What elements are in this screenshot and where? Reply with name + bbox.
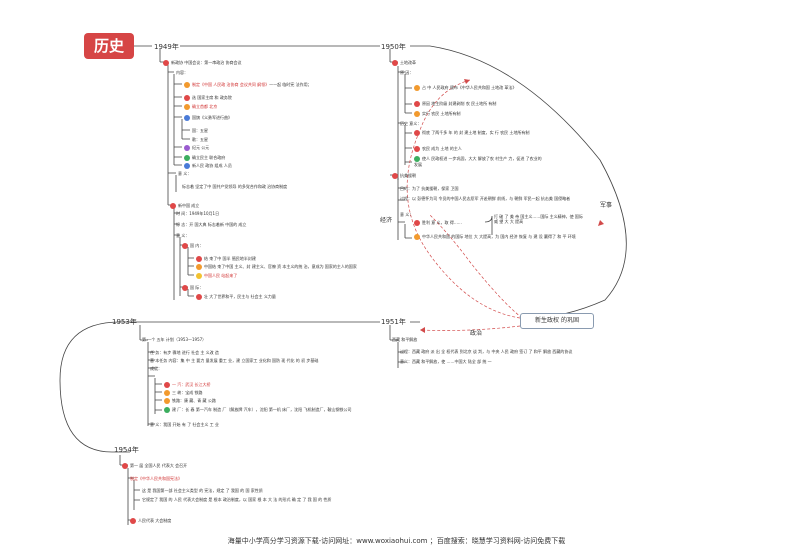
- node-war-sig-detail: 打 破 了 美 帝 国主义……国际 主义精神，使 国际威 望 大 大 提高: [494, 214, 583, 224]
- node-meaning-text: 标志着 坚定了中 国共产党领导 的多党合作和政 治协商制度: [182, 184, 288, 189]
- red-dot-icon: [170, 203, 176, 209]
- red-dot-icon: [122, 463, 128, 469]
- blue-dot-icon: [184, 163, 190, 169]
- node-result-3: 铁路：康 藏、青 藏 公路: [164, 398, 216, 404]
- node-content-4: 国旗《义勇军进行曲》: [184, 115, 232, 121]
- red-dot-icon: [184, 95, 190, 101]
- node-war-sig-2: 中华人民共和国 的国际 地位 大 大提高，为 国内 经济 恢复 与 建 设 赢得…: [414, 234, 576, 240]
- red-dot-icon: [414, 130, 420, 136]
- node-five-year-plan: 第 一个 五年 计划（1953—1957）: [142, 337, 207, 342]
- node-tibet: 西藏 和平解放: [392, 337, 418, 342]
- node-npc: 第一 届 全国人民 代表大 会召开: [122, 463, 187, 469]
- node-domestic-1: 结 束了中 国半 殖民地半封建: [196, 256, 256, 262]
- node-land-why: 原 因：: [400, 70, 414, 75]
- node-constitution: 制定《中华人民共和国宪法》: [130, 476, 182, 481]
- node-land-why-2: 原因 地主阶级 封建剥削 农 民土地所 有制: [414, 101, 496, 107]
- node-war-why: 目的：为了 抗美援朝，保家 卫国: [400, 186, 459, 191]
- node-prc-sign: 标 志：开 国大典 标志着新 中国的 成立: [176, 222, 247, 227]
- node-war-how: 过程：以 彭德怀为司 令员的中国人民志愿军 开赴朝鲜 前线，与 朝鲜 军民一起 …: [400, 196, 571, 201]
- orange-dot-icon: [414, 234, 420, 240]
- year-1954: 1954年: [114, 446, 139, 454]
- node-content-4-1: 国：五星: [192, 128, 208, 133]
- node-npc-system: 人民代表 大会制度: [130, 518, 171, 524]
- node-domestic-3: 中国人民 站起来了: [196, 273, 237, 279]
- red-dot-icon: [414, 220, 420, 226]
- node-prc-time: 时 间：1949年10月1日: [176, 211, 220, 216]
- node-content-5: 纪元 公元: [184, 145, 209, 151]
- blue-dot-icon: [184, 115, 190, 121]
- node-land-reform: 土地改革: [392, 60, 416, 66]
- node-tibet-1: 过程：西藏 政府 派 出 全 权代表 到北京 谈 判，与 中央 人民 政府 签订…: [400, 349, 573, 354]
- year-1950: 1950年: [381, 43, 406, 51]
- node-prc-meaning: 意 义：: [176, 233, 190, 238]
- node-prc: 新中国 成立: [170, 203, 199, 209]
- orange-dot-icon: [414, 111, 420, 117]
- node-korean-war: 抗美援朝: [392, 173, 416, 179]
- orange-dot-icon: [164, 390, 170, 396]
- footer-text: 海量中小学高分学习资源下载-访问网址：www.woxiaohui.com ；百度…: [227, 537, 566, 545]
- red-dot-icon: [130, 518, 136, 524]
- red-dot-icon: [182, 285, 188, 291]
- red-dot-icon: [392, 60, 398, 66]
- year-1951: 1951年: [381, 318, 406, 326]
- orange-dot-icon: [196, 264, 202, 270]
- node-content-6: 确立民主 联合政府: [184, 155, 225, 161]
- node-content-4-2: 歌：五星: [192, 137, 208, 142]
- red-dot-icon: [163, 60, 169, 66]
- node-land-effect-3: 使人 民政权进 一步巩固，大大 解放了农 村生产 力，促进 了农业的 发展: [414, 156, 542, 167]
- red-dot-icon: [164, 382, 170, 388]
- node-land-effect: 历史 意义：: [400, 121, 422, 126]
- node-plan-task: 任 务：有步 骤地 进行 社会 主 义改 造: [150, 350, 219, 355]
- node-content: 内容：: [176, 70, 188, 75]
- node-content-3: 确立首都 北京: [184, 104, 217, 110]
- yellow-dot-icon: [196, 273, 202, 279]
- red-dot-icon: [196, 256, 202, 262]
- red-dot-icon: [196, 294, 202, 300]
- node-result-2: 三 峡：宝成 铁路: [164, 390, 203, 396]
- node-land-effect-2: 农民 成为 土地 的主人: [414, 146, 462, 152]
- red-dot-icon: [414, 146, 420, 152]
- node-war-sig-1: 胜利 意 义，取 得……: [414, 220, 462, 226]
- green-dot-icon: [184, 155, 190, 161]
- label-economy: 经济: [380, 217, 393, 224]
- node-domestic: 国 内：: [182, 243, 203, 249]
- orange-dot-icon: [184, 104, 190, 110]
- green-dot-icon: [164, 407, 170, 413]
- node-constitution-1: 这 是 我国第一部 社会主义类型 的 宪法，规定 了 我国 的 国 家性质: [142, 488, 263, 493]
- node-content-2: 选 国家主席 和 政务院: [184, 95, 232, 101]
- callout-regime-consolidation: 新生政权 的巩固: [520, 313, 594, 329]
- node-plan-sig: 意 义：我国 开始 有 了 社会主义 工 业: [150, 422, 219, 427]
- node-plan-result: 成就：: [150, 366, 162, 371]
- year-1953: 1953年: [112, 318, 137, 326]
- green-dot-icon: [414, 156, 420, 162]
- red-dot-icon: [182, 243, 188, 249]
- orange-dot-icon: [414, 85, 420, 91]
- node-meaning: 意 义：: [178, 171, 192, 176]
- node-constitution-2: 它规定了 我国 的 人民 代表大会制度 是 根本 政治制度，以 国家 根 本 大…: [142, 497, 332, 502]
- node-land-why-1: 占 中 人民政府 颁布《中华人民共和国 土地改 革法》: [414, 85, 534, 91]
- node-land-effect-1: 彻底 了两千多 年 的 封 建土地 制度，实 行 农民 土地所有制: [414, 130, 534, 136]
- node-world-1: 壮 大了世界和平，民主与 社会主 义力量: [196, 294, 276, 300]
- red-dot-icon: [414, 101, 420, 107]
- orange-dot-icon: [164, 398, 170, 404]
- node-war-sig: 意 义：: [400, 212, 414, 217]
- node-domestic-2: 中国结 束了中国 主义、封 建主义、官僚 资 本主义的统 治，意成为 国家的主人…: [196, 264, 357, 270]
- node-content-1: 制定《中国 人民政 治协商 会议共同 纲领》——起 临时宪 法作用；: [184, 82, 312, 88]
- node-world: 国 际：: [182, 285, 203, 291]
- orange-dot-icon: [184, 82, 190, 88]
- node-cppcc: 新政协 中国会议：第一串政治 协商会议: [163, 60, 242, 66]
- node-result-4: 建 厂：长 春 第一汽车 制造 厂（解放牌 汽车），沈阳 第一机 床厂，沈阳 飞…: [164, 407, 354, 413]
- node-content-7: 新人民 政协 组成 人员: [184, 163, 232, 169]
- year-1949: 1949年: [154, 43, 179, 51]
- label-military: 军事: [600, 202, 613, 209]
- page-title: 历史: [84, 33, 134, 59]
- red-dot-icon: [392, 173, 398, 179]
- node-plan-focus: 基 本任务 内容：集 中 主 要力 量发展 重工 业，建 立国家工 业化和 国防…: [150, 358, 319, 363]
- purple-dot-icon: [184, 145, 190, 151]
- node-tibet-2: 意义：西藏 和平解放，使 ……中国大 陆全 部 统 一: [400, 359, 492, 364]
- node-land-why-3: 实行 农民 土地所有制: [414, 111, 461, 117]
- label-politics: 政治: [470, 330, 483, 337]
- node-result-1: 一 汽：武汉 长江大桥: [164, 382, 211, 388]
